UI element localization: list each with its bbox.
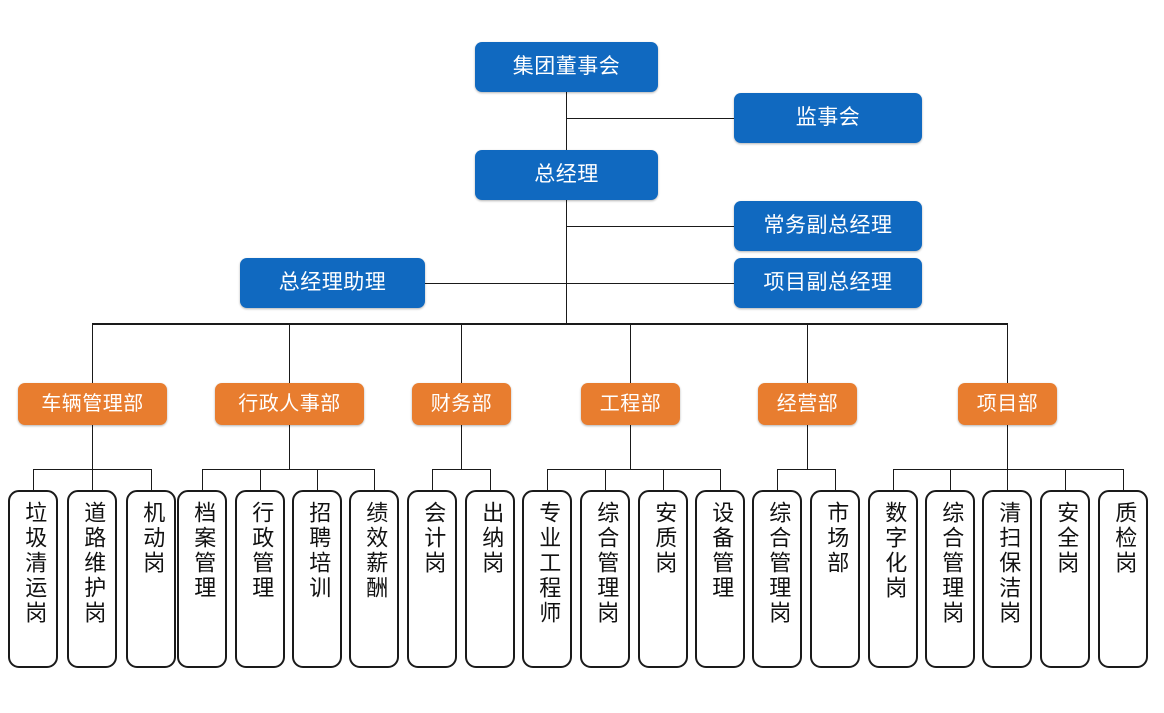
leaf-position-3[interactable]: 机动岗 [126,490,176,668]
connector-dept4-stem [630,425,631,469]
connector-dept5-stem [807,425,808,469]
connector-leaf-drop-19 [1065,469,1066,490]
connector-department-bus [92,323,1007,325]
leaf-position-18[interactable]: 清扫保洁岗 [982,490,1032,668]
connector-bus-drop-3 [461,323,462,383]
connector-leaf-drop-3 [151,469,152,490]
leaf-position-2[interactable]: 道路维护岗 [67,490,117,668]
connector-leaf-drop-7 [374,469,375,490]
connector-dept2-stem [289,425,290,469]
leaf-label: 质检岗 [1111,501,1137,576]
leaf-label: 综合管理岗 [593,501,619,626]
leaf-label: 综合管理岗 [938,501,964,626]
connector-leaf-drop-1 [33,469,34,490]
leaf-label: 档案管理 [190,501,216,601]
leaf-label: 会计岗 [420,501,446,576]
node-supervisory-board[interactable]: 监事会 [734,93,922,143]
leaf-label: 综合管理岗 [765,501,791,626]
leaf-label: 招聘培训 [305,501,331,601]
leaf-label: 设备管理 [708,501,734,601]
leaf-label: 安全岗 [1053,501,1079,576]
node-department-operations[interactable]: 经营部 [758,383,857,425]
node-department-finance[interactable]: 财务部 [412,383,511,425]
connector-board-to-supervisory [566,118,734,119]
leaf-position-5[interactable]: 行政管理 [235,490,285,668]
connector-leaf-drop-8 [432,469,433,490]
connector-leaf-drop-12 [663,469,664,490]
connector-board-to-gm [566,92,567,150]
leaf-position-14[interactable]: 综合管理岗 [752,490,802,668]
leaf-label: 绩效薪酬 [362,501,388,601]
leaf-position-7[interactable]: 绩效薪酬 [349,490,399,668]
leaf-position-8[interactable]: 会计岗 [407,490,457,668]
leaf-label: 机动岗 [139,501,165,576]
node-department-project[interactable]: 项目部 [958,383,1057,425]
connector-bus-drop-2 [289,323,290,383]
connector-gm-trunk [566,200,567,323]
connector-leaf-drop-11 [605,469,606,490]
node-executive-deputy-gm[interactable]: 常务副总经理 [734,201,922,251]
leaf-position-20[interactable]: 质检岗 [1098,490,1148,668]
leaf-position-11[interactable]: 综合管理岗 [580,490,630,668]
leaf-label: 行政管理 [248,501,274,601]
leaf-position-19[interactable]: 安全岗 [1040,490,1090,668]
connector-dept3-stem [461,425,462,469]
connector-gm-to-project-deputy [566,283,734,284]
connector-dept3-childbus [432,469,490,470]
node-project-deputy-gm[interactable]: 项目副总经理 [734,258,922,308]
connector-bus-drop-6 [1007,323,1008,383]
leaf-position-10[interactable]: 专业工程师 [522,490,572,668]
connector-leaf-drop-17 [950,469,951,490]
connector-dept4-childbus [547,469,720,470]
leaf-position-1[interactable]: 垃圾清运岗 [8,490,58,668]
leaf-position-6[interactable]: 招聘培训 [292,490,342,668]
leaf-position-15[interactable]: 市场部 [810,490,860,668]
connector-leaf-drop-13 [720,469,721,490]
node-department-vehicle[interactable]: 车辆管理部 [18,383,167,425]
connector-bus-drop-5 [807,323,808,383]
leaf-label: 数字化岗 [881,501,907,601]
node-department-admin-hr[interactable]: 行政人事部 [215,383,364,425]
leaf-label: 市场部 [823,501,849,576]
connector-leaf-drop-4 [202,469,203,490]
connector-leaf-drop-20 [1123,469,1124,490]
leaf-position-4[interactable]: 档案管理 [177,490,227,668]
leaf-position-16[interactable]: 数字化岗 [868,490,918,668]
connector-gm-to-exec-deputy [566,226,734,227]
leaf-position-17[interactable]: 综合管理岗 [925,490,975,668]
connector-bus-drop-1 [92,323,93,383]
connector-leaf-drop-18 [1007,469,1008,490]
connector-leaf-drop-6 [317,469,318,490]
connector-bus-drop-4 [630,323,631,383]
node-gm-assistant[interactable]: 总经理助理 [240,258,425,308]
connector-dept5-childbus [777,469,835,470]
connector-leaf-drop-14 [777,469,778,490]
leaf-label: 专业工程师 [535,501,561,626]
connector-dept1-childbus [33,469,151,470]
connector-leaf-drop-15 [835,469,836,490]
leaf-position-9[interactable]: 出纳岗 [465,490,515,668]
connector-dept6-stem [1007,425,1008,469]
connector-leaf-drop-16 [893,469,894,490]
connector-leaf-drop-9 [490,469,491,490]
connector-leaf-drop-5 [260,469,261,490]
leaf-position-12[interactable]: 安质岗 [638,490,688,668]
leaf-label: 安质岗 [651,501,677,576]
connector-dept1-stem [92,425,93,469]
node-department-engineering[interactable]: 工程部 [581,383,680,425]
leaf-label: 清扫保洁岗 [995,501,1021,626]
node-general-manager[interactable]: 总经理 [475,150,658,200]
leaf-position-13[interactable]: 设备管理 [695,490,745,668]
leaf-label: 出纳岗 [478,501,504,576]
connector-gm-to-assistant [425,283,566,284]
leaf-label: 道路维护岗 [80,501,106,626]
leaf-label: 垃圾清运岗 [21,501,47,626]
node-board[interactable]: 集团董事会 [475,42,658,92]
connector-leaf-drop-2 [92,469,93,490]
connector-dept6-childbus [893,469,1123,470]
connector-dept2-childbus [202,469,374,470]
connector-leaf-drop-10 [547,469,548,490]
